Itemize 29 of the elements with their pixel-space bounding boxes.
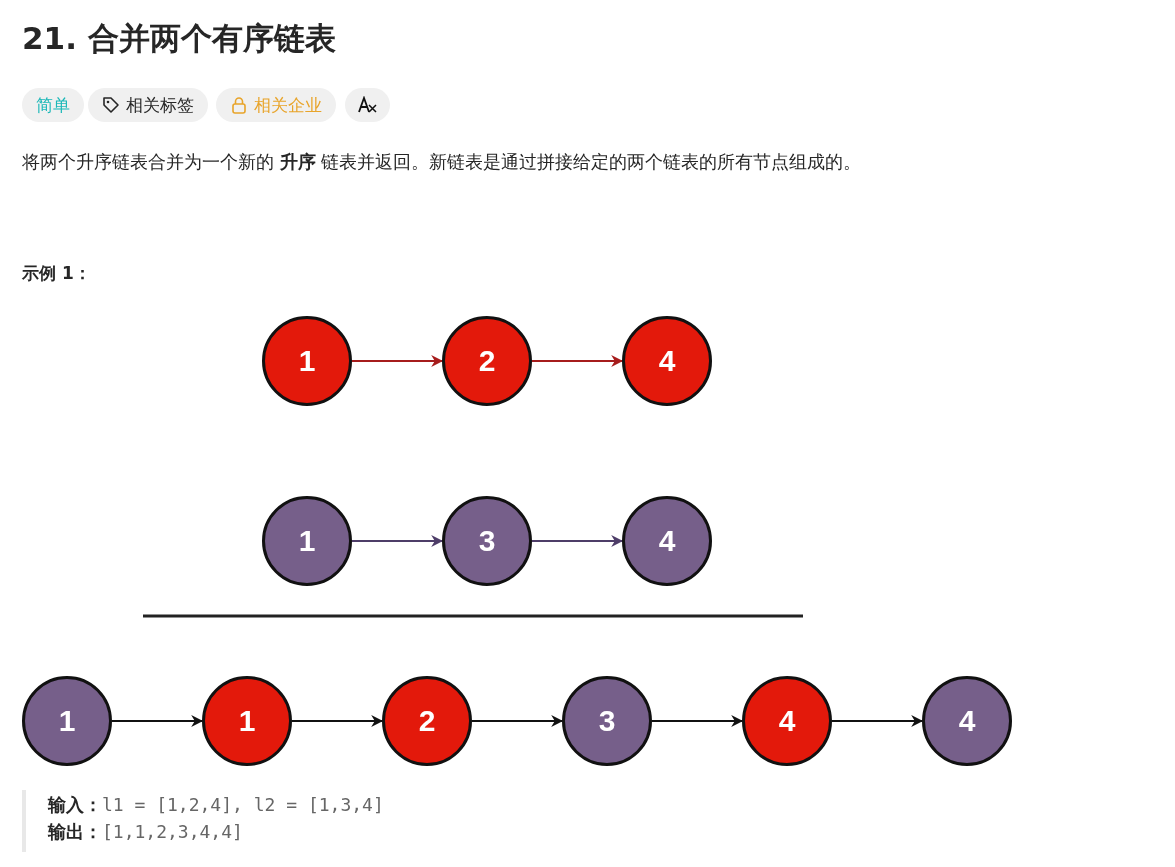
example-heading: 示例 1： [22,262,91,285]
node-value: 1 [58,704,76,738]
output-line: 输出：[1,1,2,3,4,4] [48,820,243,844]
page-title: 21. 合并两个有序链表 [22,19,336,58]
arrow [471,715,564,727]
node-value: 1 [298,524,316,558]
node-value: 4 [778,704,796,738]
chip-label: 相关标签 [126,94,194,117]
node-value: 4 [658,344,676,378]
node-value: 3 [598,704,616,738]
description-paragraph: 将两个升序链表合并为一个新的 升序 链表并返回。新链表是通过拼接给定的两个链表的所有节点组成的。 [22,150,862,174]
chip-label: 相关企业 [254,94,322,117]
node-value: 1 [238,704,256,738]
arrow [831,715,924,727]
arrow [531,355,624,367]
arrow [531,535,624,547]
arrow [351,535,444,547]
node-value: 2 [478,344,496,378]
node-value: 4 [658,524,676,558]
node-value: 1 [298,344,316,378]
arrow [651,715,744,727]
arrow [291,715,384,727]
input-line: 输入：l1 = [1,2,4], l2 = [1,3,4] [48,793,384,817]
arrow [351,355,444,367]
arrow [111,715,204,727]
node-value: 4 [958,704,976,738]
node-value: 3 [478,524,496,558]
difficulty-badge: 简单 [22,88,84,122]
node-value: 2 [418,704,436,738]
